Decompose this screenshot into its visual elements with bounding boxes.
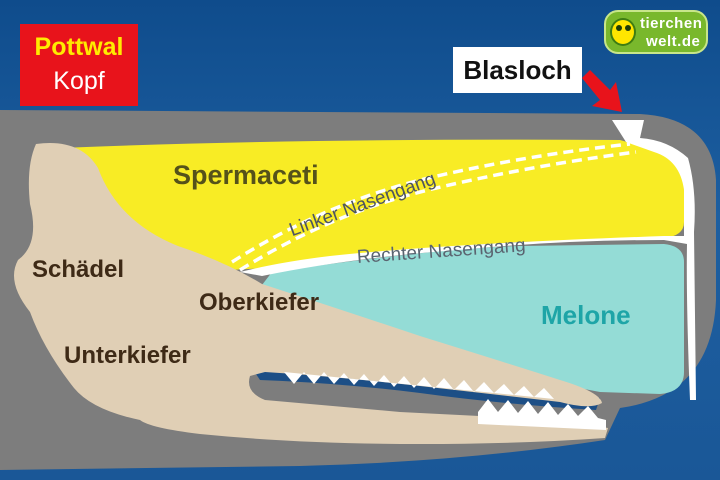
logo-line-2: welt.de (646, 33, 701, 50)
skull-bone (14, 143, 608, 444)
left-nasal-passage-line (231, 142, 637, 272)
title-sub: Kopf (53, 67, 105, 95)
label-spermaceti: Spermaceti (173, 160, 319, 190)
label-schaedel: Schädel (32, 256, 125, 283)
left-nasal-dash-upper (231, 142, 631, 264)
upper-teeth (284, 372, 554, 399)
melone-organ (262, 244, 684, 394)
logo-badge: tierchen welt.de (604, 10, 708, 54)
left-nasal-dash-lower (239, 150, 637, 272)
white-tissue (240, 120, 696, 400)
frog-logo-icon (610, 18, 636, 46)
lower-teeth (478, 399, 606, 430)
label-melone: Melone (541, 300, 631, 330)
label-oberkiefer: Oberkiefer (199, 289, 320, 316)
title-main: Pottwal (34, 33, 124, 61)
arrow-down-right-icon (582, 70, 622, 112)
label-unterkiefer: Unterkiefer (64, 342, 191, 369)
blasloch-label: Blasloch (453, 47, 582, 93)
logo-line-1: tierchen (640, 15, 703, 32)
title-badge: Pottwal Kopf (20, 24, 138, 106)
